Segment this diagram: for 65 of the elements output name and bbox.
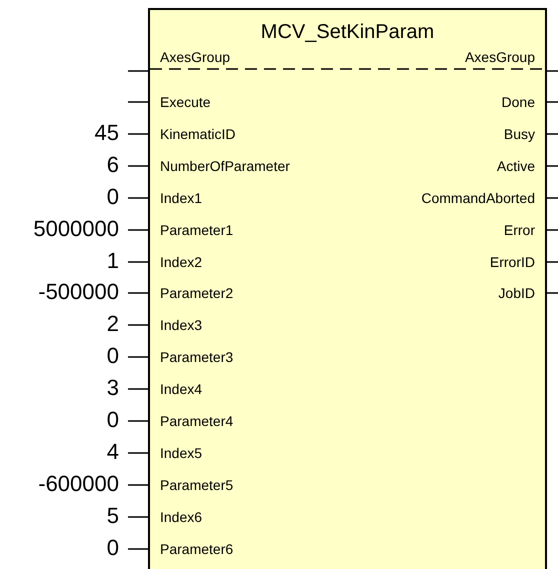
- input-value: -500000: [38, 280, 128, 304]
- input-pin-label: NumberOfParameter: [150, 156, 290, 176]
- connector-line: [546, 229, 558, 231]
- input-pin-label: AxesGroup: [150, 47, 230, 67]
- input-value: 1: [106, 249, 128, 273]
- input-value: 0: [106, 408, 128, 432]
- connector-line: [128, 101, 149, 103]
- input-pin-label: Index1: [150, 188, 202, 208]
- output-pin-label: JobID: [498, 283, 545, 303]
- input-value: 5: [106, 504, 128, 528]
- output-pin-label: CommandAborted: [421, 188, 545, 208]
- input-pin-label: Parameter2: [150, 283, 234, 303]
- connector-line: [546, 101, 558, 103]
- output-pin-label: ErrorID: [490, 252, 545, 272]
- input-value: 6: [106, 153, 128, 177]
- input-value: 0: [106, 185, 128, 209]
- input-value: 2: [106, 312, 128, 336]
- connector-line: [546, 70, 558, 72]
- input-pin-label: Index5: [150, 443, 202, 463]
- input-value: 5000000: [33, 217, 128, 241]
- output-pin-label: Busy: [504, 124, 545, 144]
- input-pin-label: KinematicID: [150, 124, 236, 144]
- connector-line: [128, 420, 149, 422]
- connector-line: [150, 68, 545, 70]
- input-pin-label: Execute: [150, 92, 211, 112]
- input-value: 3: [106, 376, 128, 400]
- input-pin-label: Index4: [150, 379, 202, 399]
- connector-line: [546, 261, 558, 263]
- input-value: 0: [106, 536, 128, 560]
- connector-line: [128, 516, 149, 518]
- connector-line: [128, 70, 149, 72]
- connector-line: [128, 452, 149, 454]
- connector-line: [546, 133, 558, 135]
- input-value: 0: [106, 344, 128, 368]
- input-pin-label: Index2: [150, 252, 202, 272]
- output-pin-label: Done: [502, 92, 545, 112]
- connector-line: [128, 292, 149, 294]
- output-pin-label: Active: [496, 156, 545, 176]
- input-value: 45: [94, 121, 128, 145]
- connector-line: [128, 165, 149, 167]
- connector-line: [128, 484, 149, 486]
- input-pin-label: Index6: [150, 507, 202, 527]
- output-pin-label: Error: [504, 220, 545, 240]
- connector-line: [546, 165, 558, 167]
- connector-line: [546, 197, 558, 199]
- output-pin-label: AxesGroup: [464, 47, 545, 67]
- connector-line: [128, 261, 149, 263]
- input-pin-label: Index3: [150, 315, 202, 335]
- input-value: -600000: [38, 472, 128, 496]
- input-pin-label: Parameter1: [150, 220, 234, 240]
- connector-line: [128, 133, 149, 135]
- input-pin-label: Parameter3: [150, 347, 234, 367]
- connector-line: [128, 324, 149, 326]
- input-pin-label: Parameter5: [150, 475, 234, 495]
- function-block: [148, 8, 547, 569]
- input-pin-label: Parameter4: [150, 411, 234, 431]
- input-pin-label: Parameter6: [150, 539, 234, 559]
- connector-line: [546, 292, 558, 294]
- block-title: MCV_SetKinParam: [260, 20, 436, 44]
- input-value: 4: [106, 440, 128, 464]
- connector-line: [128, 388, 149, 390]
- connector-line: [128, 229, 149, 231]
- connector-line: [128, 356, 149, 358]
- connector-line: [128, 548, 149, 550]
- connector-line: [128, 197, 149, 199]
